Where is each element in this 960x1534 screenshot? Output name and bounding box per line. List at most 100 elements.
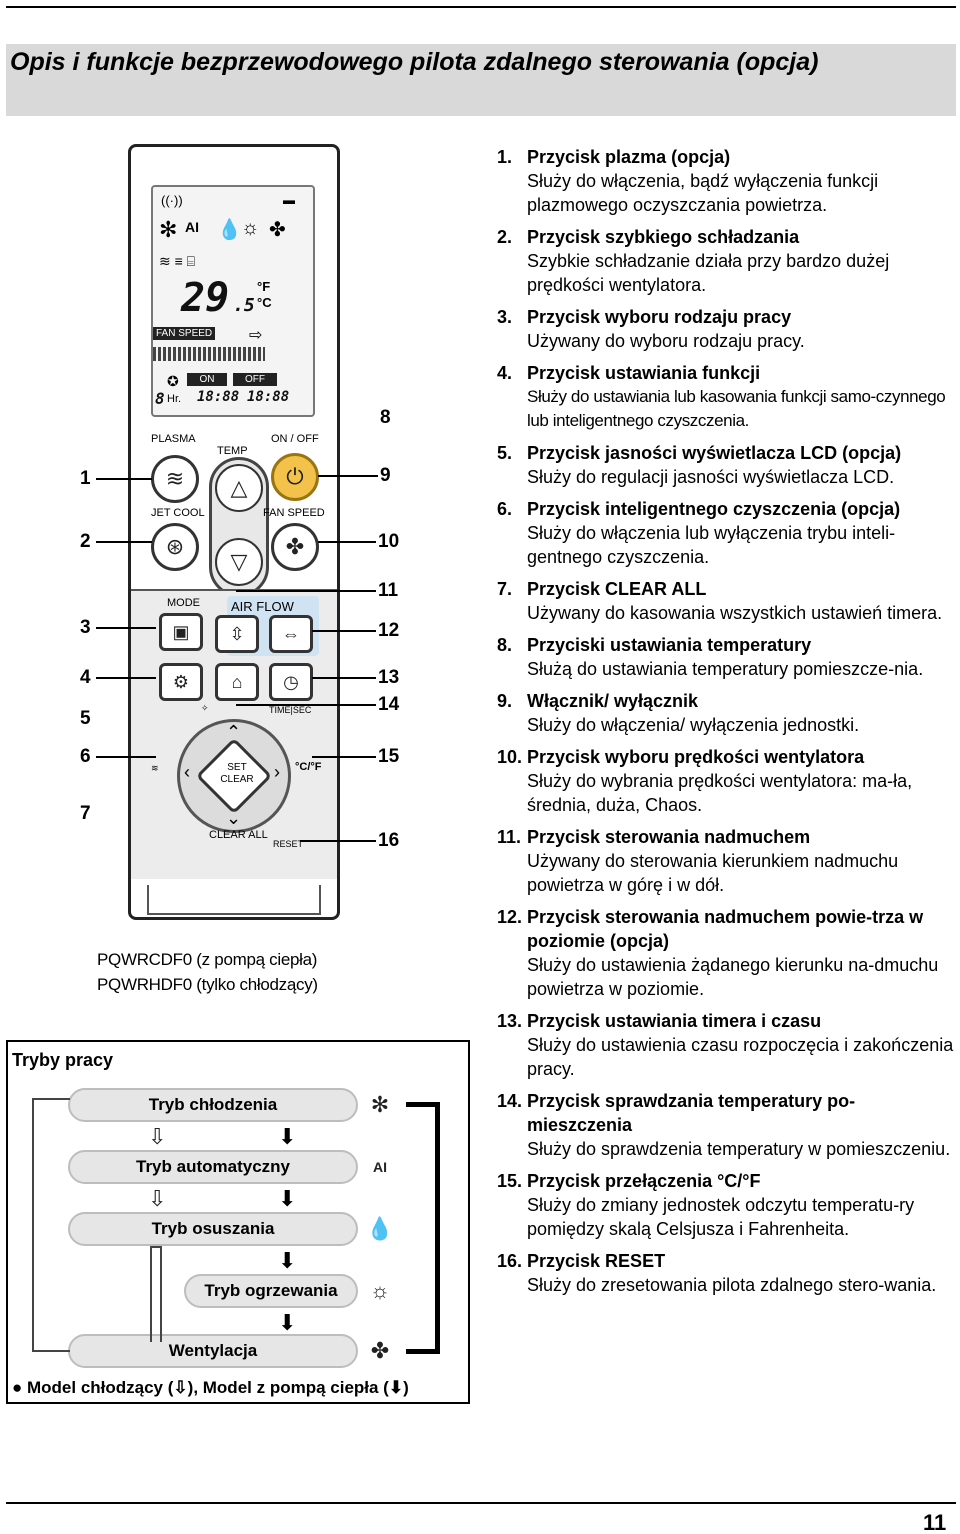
temp-up-button[interactable]: △: [215, 464, 263, 512]
on-off-label: ON / OFF: [271, 433, 319, 445]
item-number: 16.: [497, 1251, 523, 1271]
mode-button[interactable]: ▣: [159, 613, 203, 651]
item-title: Przycisk wyboru prędkości wentylatora: [527, 747, 865, 767]
arrow-down-outline-icon: ⇩: [148, 1186, 167, 1211]
plasma-label: PLASMA: [151, 433, 196, 445]
fan-icon: ✤: [269, 219, 286, 241]
item-title: Przyciski ustawiania temperatury: [527, 635, 812, 655]
arrow-down-outline-icon: ⇩: [148, 1124, 167, 1149]
heat-pump-return-loop: [406, 1102, 440, 1354]
item-number: 14.: [497, 1091, 523, 1111]
sun-icon: ☼: [369, 1278, 391, 1303]
temp-label: TEMP: [217, 445, 248, 457]
remote-bottom: [147, 885, 321, 915]
droplet-icon: 💧: [366, 1216, 394, 1241]
timer-button[interactable]: ◷: [269, 663, 313, 701]
gear-icon: ⚙: [172, 671, 190, 692]
temp-down-button[interactable]: ▽: [215, 538, 263, 586]
mode-label: MODE: [167, 597, 200, 609]
callout-line-16: [300, 840, 376, 842]
mode-pill-fan: Wentylacja: [68, 1334, 358, 1368]
item-title: Przycisk sprawdzania temperatury po-mies…: [527, 1091, 856, 1135]
model-name-2: PQWRHDF0 (tylko chłodzący): [97, 975, 318, 994]
room-temp-check-button[interactable]: ⌂: [215, 663, 259, 701]
lcd-off-time: 18:88: [247, 389, 290, 405]
callout-15: 15: [378, 746, 400, 767]
nav-left-button[interactable]: ‹: [184, 762, 190, 782]
clear-label: CLEAR: [220, 774, 254, 785]
title-bar: Opis i funkcje bezprzewodowego pilota zd…: [6, 44, 956, 116]
fan-icon: ✤: [370, 1338, 390, 1363]
plasma-icon: ≋: [165, 466, 185, 491]
jet-cool-button[interactable]: ⊛: [151, 523, 199, 571]
callout-line-11: [236, 590, 376, 592]
vertical-airflow-button[interactable]: ⇳: [215, 615, 259, 653]
callout-2: 2: [80, 531, 91, 552]
item-title: Przycisk ustawiania timera i czasu: [527, 1011, 822, 1031]
item-number: 3.: [497, 307, 513, 327]
plasma-indicator-icon: ≋ ≡ ⌸: [159, 253, 196, 269]
list-item: 6. Przycisk inteligentnego czyszczenia (o…: [497, 497, 957, 569]
modes-footer-mid: ), Model z pompą ciepła (: [187, 1378, 389, 1397]
item-description: Szybkie schładzanie działa przy bardzo d…: [527, 251, 890, 295]
star-icon: ✪: [167, 373, 179, 389]
time-sec-label: TIME|SEC: [269, 705, 312, 715]
page-title: Opis i funkcje bezprzewodowego pilota zd…: [10, 48, 819, 76]
power-button[interactable]: ⏻: [271, 453, 319, 501]
callout-line-9: [318, 475, 378, 477]
callout-8: 8: [380, 407, 391, 428]
callout-line-2: [96, 541, 152, 543]
lcd-brightness-icon: ✧: [201, 703, 209, 713]
callout-3: 3: [80, 617, 91, 638]
nav-up-button[interactable]: ⌃: [226, 722, 242, 742]
fan-icon: ✤: [285, 534, 305, 559]
item-title: Przycisk przełączenia °C/°F: [527, 1171, 761, 1191]
fan-speed-label: FAN SPEED: [263, 507, 325, 519]
item-title: Przycisk RESET: [527, 1251, 666, 1271]
modes-footer: ● Model chłodzący (⇩), Model z pompą cie…: [12, 1378, 409, 1398]
nav-down-button[interactable]: ⌄: [226, 808, 242, 828]
item-number: 6.: [497, 499, 513, 519]
item-description: Używany do sterowania kierunkiem nadmuch…: [527, 851, 899, 895]
nav-right-button[interactable]: ›: [274, 762, 280, 782]
item-description: Służy do regulacji jasności wyświetlacza…: [527, 467, 895, 487]
callout-1: 1: [80, 468, 91, 489]
fan-speed-button[interactable]: ✤: [271, 523, 319, 571]
callout-7: 7: [80, 803, 91, 824]
lcd-unit-f: °F: [257, 279, 271, 294]
bottom-rule: [6, 1502, 956, 1504]
remote-lower-panel: MODE AIR FLOW ▣ ⇳ ⇔ ⚙ ⌂ ◷ ✧ TIME|SEC: [131, 589, 337, 879]
power-icon: ⏻: [286, 464, 304, 489]
function-setting-button[interactable]: ⚙: [159, 663, 203, 701]
horizontal-airflow-button[interactable]: ⇔: [269, 615, 313, 653]
callout-5: 5: [80, 708, 91, 729]
triangle-up-icon: △: [230, 475, 248, 500]
item-description: Służy do ustawienia czasu rozpoczęcia i …: [527, 1035, 954, 1079]
item-title: Włącznik/ wyłącznik: [527, 691, 699, 711]
item-description: Służy do ustawiania lub kasowania funkcj…: [527, 387, 946, 430]
lcd-on-chip: ON: [187, 373, 227, 386]
lcd-fan-speed-chip: FAN SPEED: [153, 327, 216, 340]
item-description: Używany do kasowania wszystkich ustawień…: [527, 603, 943, 623]
swing-icon: ⇨: [249, 327, 263, 344]
modes-footer-suffix: ): [403, 1378, 409, 1397]
list-item: 5.Przycisk jasności wyświetlacza LCD (op…: [497, 441, 957, 489]
plasma-button[interactable]: ≋: [151, 455, 199, 503]
item-number: 13.: [497, 1011, 523, 1031]
navigation-dpad: SET CLEAR ⌃ ⌄ ‹ ›: [177, 719, 291, 833]
clock-icon: ◷: [283, 671, 299, 692]
callout-line-1: [96, 478, 152, 480]
temp-rocker: △ ▽: [209, 457, 269, 597]
callout-line-15: [312, 756, 376, 758]
item-number: 8.: [497, 635, 513, 655]
item-description: Służy do sprawdzenia temperatury w pomie…: [527, 1139, 951, 1159]
item-title: Przycisk inteligentnego czyszczenia (opc…: [527, 499, 901, 519]
ai-icon: AI: [373, 1159, 387, 1175]
